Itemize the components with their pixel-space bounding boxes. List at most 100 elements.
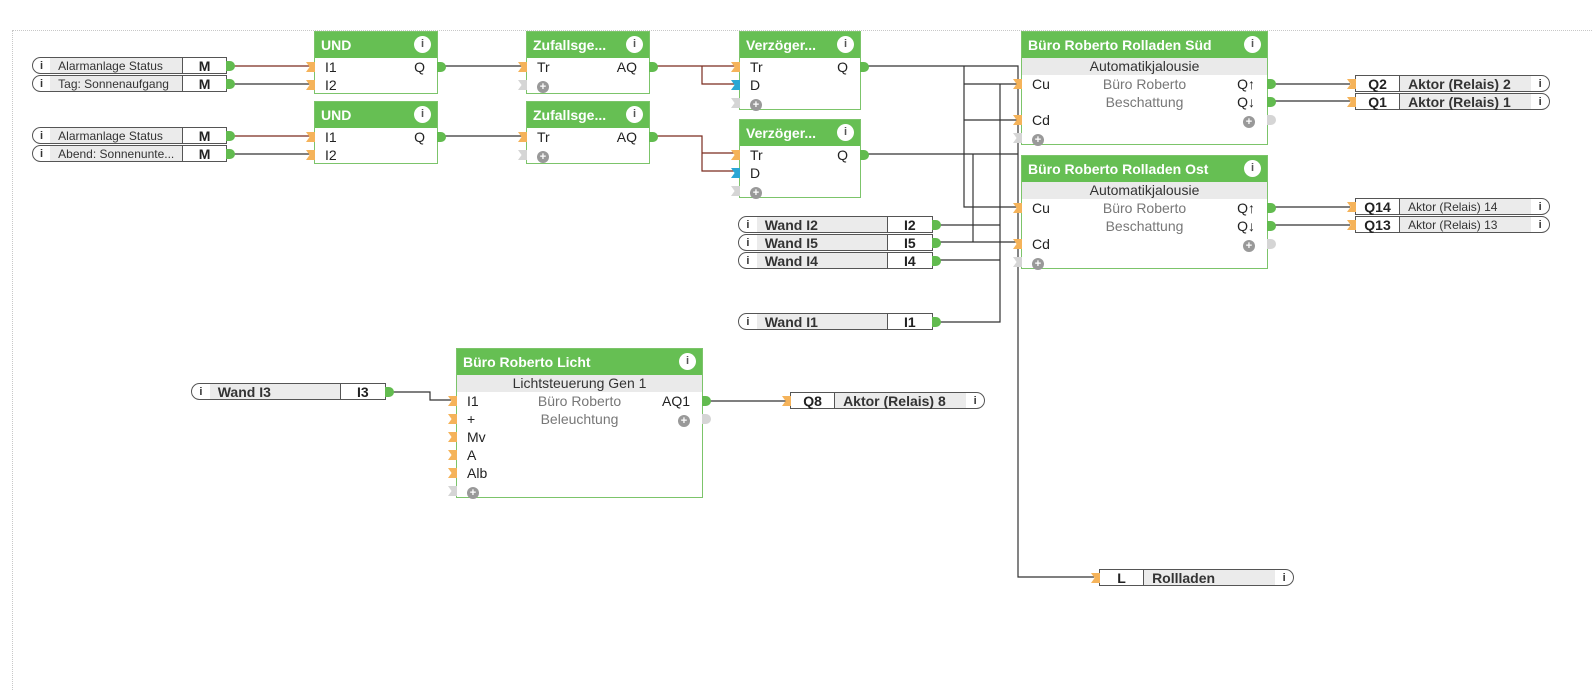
info-icon[interactable]: i xyxy=(626,106,643,123)
info-icon[interactable]: i xyxy=(746,236,750,249)
input-marker[interactable]: i Wand I2 I2 xyxy=(738,216,941,233)
info-icon[interactable]: i xyxy=(1244,36,1261,53)
output-marker[interactable]: Q2 Aktor (Relais) 2 i xyxy=(1347,75,1550,92)
output-pin[interactable] xyxy=(860,62,869,72)
output-marker[interactable]: Q8 Aktor (Relais) 8 i xyxy=(782,392,985,409)
info-icon[interactable]: i xyxy=(746,218,750,231)
input-pin[interactable] xyxy=(1013,239,1022,249)
output-pin[interactable] xyxy=(437,62,446,72)
add-output-icon[interactable]: + xyxy=(1243,116,1255,128)
input-pin[interactable] xyxy=(731,186,740,196)
output-pin[interactable] xyxy=(1267,239,1276,249)
block-header[interactable]: Verzöger...i xyxy=(740,32,860,58)
input-pin[interactable] xyxy=(448,396,457,406)
info-icon[interactable]: i xyxy=(199,385,203,398)
output-pin[interactable] xyxy=(702,396,711,406)
input-pin[interactable] xyxy=(448,432,457,442)
input-pin[interactable] xyxy=(448,414,457,424)
block-header[interactable]: Verzöger...i xyxy=(740,120,860,146)
add-input-icon[interactable]: + xyxy=(537,151,549,163)
input-pin[interactable] xyxy=(1347,79,1356,89)
output-marker[interactable]: L Rollladen i xyxy=(1091,569,1294,586)
add-input-icon[interactable]: + xyxy=(1032,134,1044,146)
input-pin[interactable] xyxy=(518,62,527,72)
info-icon[interactable]: i xyxy=(414,106,431,123)
output-pin[interactable] xyxy=(437,132,446,142)
info-icon[interactable]: i xyxy=(1538,95,1542,108)
input-pin[interactable] xyxy=(1013,257,1022,267)
info-icon[interactable]: i xyxy=(1538,77,1542,90)
output-pin[interactable] xyxy=(1267,203,1276,213)
output-pin[interactable] xyxy=(1267,221,1276,231)
info-icon[interactable]: i xyxy=(1282,571,1286,584)
diagram-canvas[interactable] xyxy=(12,30,1593,690)
input-marker[interactable]: i Wand I5 I5 xyxy=(738,234,941,251)
output-pin[interactable] xyxy=(860,150,869,160)
output-pin[interactable] xyxy=(385,387,394,397)
input-pin[interactable] xyxy=(1347,220,1356,230)
output-pin[interactable] xyxy=(932,317,941,327)
input-marker[interactable]: i Wand I4 I4 xyxy=(738,252,941,269)
input-pin[interactable] xyxy=(1013,115,1022,125)
output-pin[interactable] xyxy=(1267,97,1276,107)
info-icon[interactable]: i xyxy=(626,36,643,53)
input-pin[interactable] xyxy=(518,132,527,142)
input-pin[interactable] xyxy=(306,150,315,160)
info-icon[interactable]: i xyxy=(837,124,854,141)
info-icon[interactable]: i xyxy=(1538,200,1542,213)
output-pin[interactable] xyxy=(226,149,235,159)
input-pin[interactable] xyxy=(782,396,791,406)
input-pin[interactable] xyxy=(306,132,315,142)
info-icon[interactable]: i xyxy=(679,353,696,370)
output-pin[interactable] xyxy=(649,62,658,72)
output-pin[interactable] xyxy=(702,414,711,424)
input-marker[interactable]: i Wand I1 I1 xyxy=(738,313,941,330)
add-input-icon[interactable]: + xyxy=(750,99,762,111)
output-marker[interactable]: Q13 Aktor (Relais) 13 i xyxy=(1347,216,1550,233)
duration-input-pin[interactable] xyxy=(731,168,740,178)
input-pin[interactable] xyxy=(1013,133,1022,143)
input-pin[interactable] xyxy=(1347,202,1356,212)
add-output-icon[interactable]: + xyxy=(678,415,690,427)
output-marker[interactable]: Q1 Aktor (Relais) 1 i xyxy=(1347,93,1550,110)
input-pin[interactable] xyxy=(1013,203,1022,213)
input-pin[interactable] xyxy=(1347,97,1356,107)
output-pin[interactable] xyxy=(226,79,235,89)
input-marker[interactable]: i Tag: Sonnenaufgang M xyxy=(32,75,235,92)
output-pin[interactable] xyxy=(649,132,658,142)
input-pin[interactable] xyxy=(731,150,740,160)
input-marker[interactable]: i Alarmanlage Status M xyxy=(32,57,235,74)
input-pin[interactable] xyxy=(731,98,740,108)
input-pin[interactable] xyxy=(306,80,315,90)
input-pin[interactable] xyxy=(518,150,527,160)
block-header[interactable]: Zufallsge...i xyxy=(527,32,649,58)
add-output-icon[interactable]: + xyxy=(1243,240,1255,252)
add-input-icon[interactable]: + xyxy=(750,187,762,199)
add-input-icon[interactable]: + xyxy=(467,487,479,499)
input-pin[interactable] xyxy=(518,80,527,90)
output-pin[interactable] xyxy=(226,61,235,71)
add-input-icon[interactable]: + xyxy=(537,81,549,93)
info-icon[interactable]: i xyxy=(746,254,750,267)
output-pin[interactable] xyxy=(932,238,941,248)
input-marker[interactable]: i Alarmanlage Status M xyxy=(32,127,235,144)
info-icon[interactable]: i xyxy=(1538,218,1542,231)
output-pin[interactable] xyxy=(932,220,941,230)
input-pin[interactable] xyxy=(306,62,315,72)
output-pin[interactable] xyxy=(226,131,235,141)
output-pin[interactable] xyxy=(1267,115,1276,125)
